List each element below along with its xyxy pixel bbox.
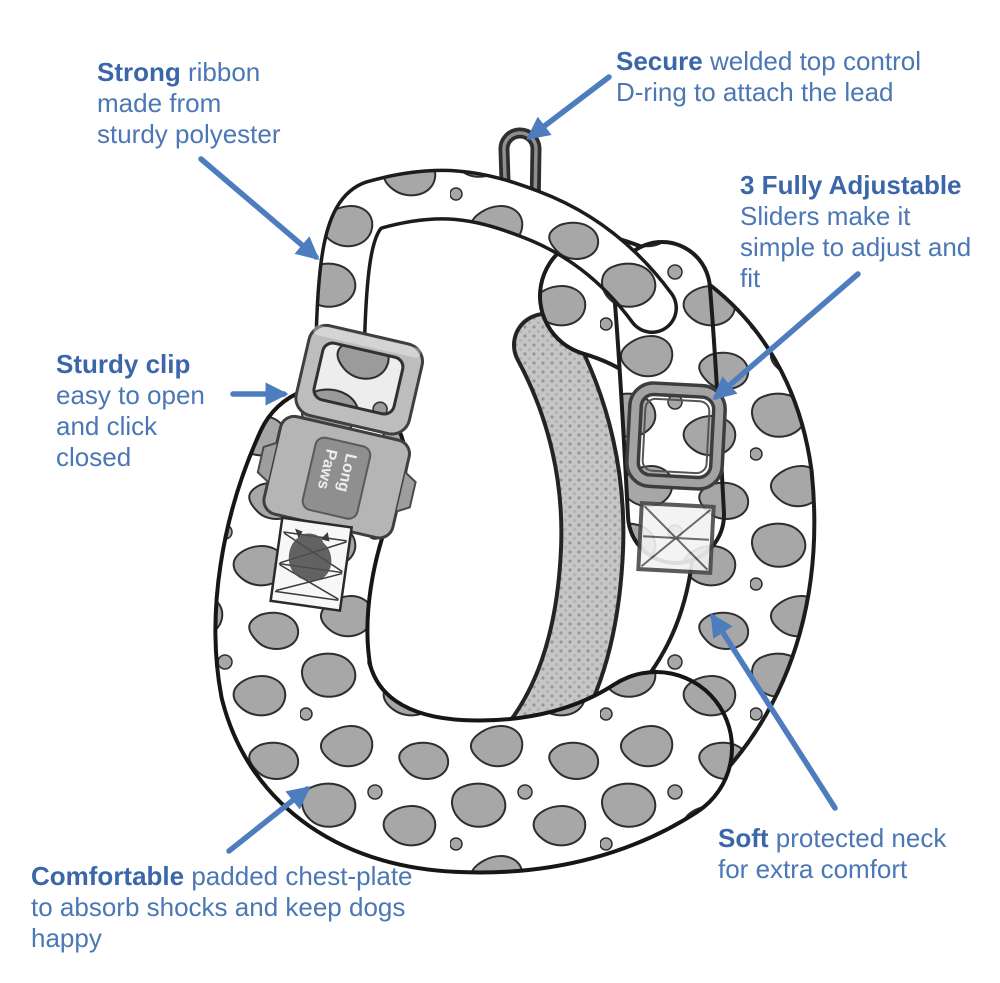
note-soft-neck: Soft protected neck for extra comfort [718,823,946,885]
note-comfortable-chest: Comfortable padded chest-plate to absorb… [31,861,413,954]
note-secure-bold: Secure [616,46,703,76]
note-sturdy-line2: easy to open [56,380,205,410]
arrow-comfortable-chest [226,786,311,854]
note-comfortable-rest: padded chest-plate [184,861,413,891]
note-adjustable-sliders: 3 Fully Adjustable Sliders make it simpl… [740,170,971,294]
note-secure-dring: Secure welded top control D-ring to atta… [616,46,921,108]
strap-keeper [636,501,716,575]
note-strong-line2: made from [97,88,222,118]
d-ring [498,127,542,218]
buckle: Long Paws [256,323,424,540]
note-sturdy-bold: Sturdy clip [56,349,191,379]
ribbon-strap [314,168,678,378]
note-comfortable-line2: to absorb shocks and keep dogs [31,892,406,922]
note-adjustable-line2: Sliders make it [740,201,911,231]
note-sturdy-clip: Sturdy clip easy to open and click close… [56,349,205,473]
note-secure-rest: welded top control [702,46,921,76]
note-adjustable-line4: fit [740,263,761,293]
note-comfortable-line3: happy [31,923,102,953]
arrow-adjustable-slider [712,271,861,401]
note-strong-rest: ribbon [180,57,261,87]
arrow-secure-dring [526,74,612,140]
note-strong-line3: sturdy polyester [97,119,281,149]
note-comfortable-bold: Comfortable [31,861,185,891]
note-strong-bold: Strong [97,57,181,87]
adjustable-slider [625,381,727,491]
note-soft-line2: for extra comfort [718,854,908,884]
note-soft-rest: protected neck [768,823,947,853]
note-adjustable-line3: simple to adjust and [740,232,972,262]
note-soft-bold: Soft [718,823,769,853]
note-sturdy-line4: closed [56,442,132,472]
note-adjustable-bold: 3 Fully Adjustable [740,170,962,200]
chest-tag [269,516,354,613]
note-secure-line2: D-ring to attach the lead [616,77,894,107]
note-strong-ribbon: Strong ribbon made from sturdy polyester [97,57,281,150]
arrow-soft-neck [710,613,838,811]
arrow-strong-ribbon [198,156,320,260]
note-sturdy-line3: and click [56,411,158,441]
dog-logo [288,533,332,581]
